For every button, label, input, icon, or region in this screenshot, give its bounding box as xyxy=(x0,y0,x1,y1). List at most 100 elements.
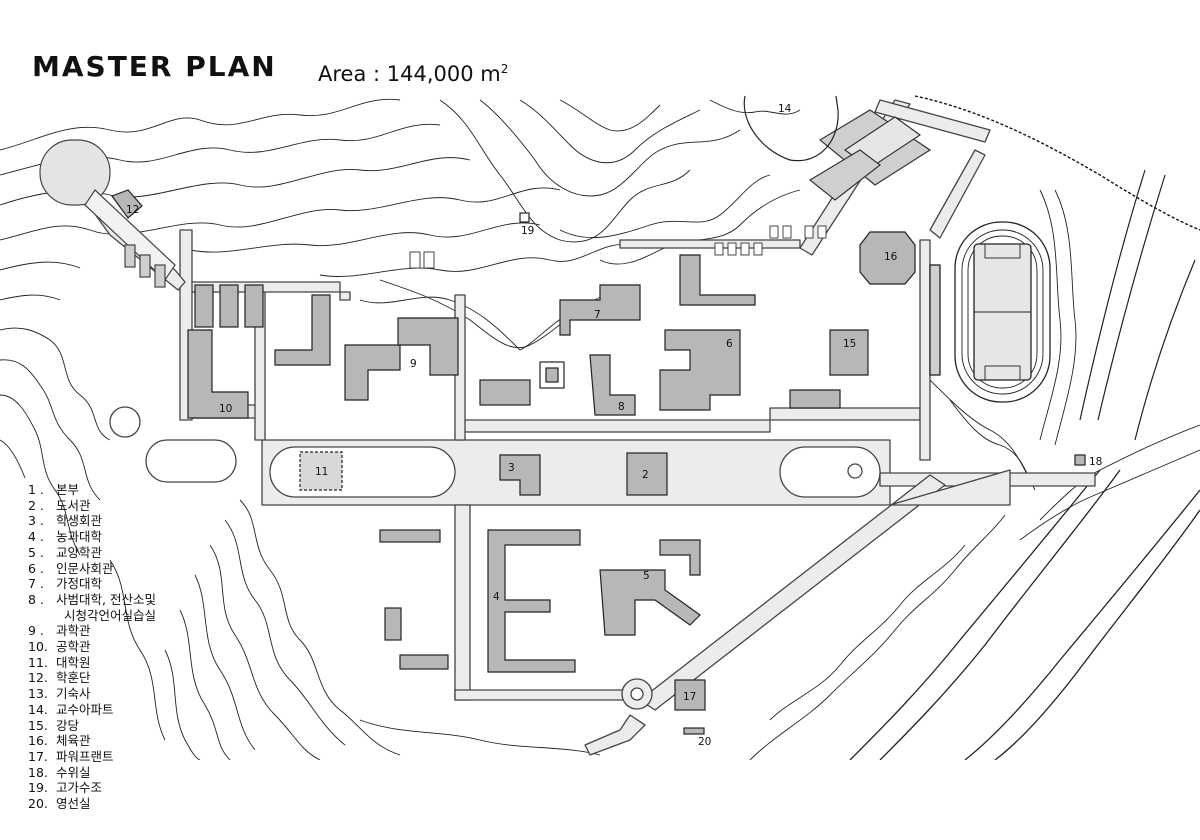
area-separator: : xyxy=(373,62,381,86)
legend-number: 15. xyxy=(28,717,48,733)
building-10 xyxy=(187,329,249,419)
legend-label: 과학관 xyxy=(56,623,91,639)
river-channel xyxy=(849,469,1200,760)
label-19: 19 xyxy=(521,225,534,237)
label-3: 3 xyxy=(508,462,515,474)
legend-number: 4 . xyxy=(28,529,44,545)
area-label: Area xyxy=(318,62,367,86)
label-14: 14 xyxy=(778,103,792,115)
legend-number: 17. xyxy=(28,748,48,764)
legend-label: 기숙사 xyxy=(56,686,91,702)
building-19 xyxy=(519,212,530,223)
legend-label: 학생회관 xyxy=(56,513,103,529)
boundary-line xyxy=(914,95,1200,231)
legend-label: 강당 xyxy=(56,717,80,733)
area-text: Area : 144,000 m2 xyxy=(318,56,508,87)
label-20: 20 xyxy=(698,736,711,748)
legend-number: 20. xyxy=(28,796,48,812)
road-network xyxy=(91,99,1096,756)
building-9 xyxy=(344,344,401,401)
building-12 xyxy=(111,189,143,219)
area-exponent: 2 xyxy=(500,62,509,76)
label-10: 10 xyxy=(219,403,232,415)
legend-item: 1 . 본부 xyxy=(28,482,156,498)
label-16: 16 xyxy=(884,251,898,263)
label-4: 4 xyxy=(493,591,500,603)
site-plan-map: 12 19 14 10 9 7 6 8 16 15 11 3 2 4 5 17 … xyxy=(0,95,1200,760)
highway-lines xyxy=(1079,169,1196,441)
legend-label: 가정대학 xyxy=(56,576,103,592)
label-18: 18 xyxy=(1089,456,1102,468)
legend-item: 4 .농과대학 xyxy=(28,529,156,545)
legend-item: 18. 수위실 xyxy=(28,765,156,781)
dormitory-area xyxy=(39,139,176,288)
buildings xyxy=(111,189,1086,735)
legend-item: 5 .교양학관 xyxy=(28,545,156,561)
building-15 xyxy=(829,329,869,376)
legend-item: 11.대학원 xyxy=(28,655,156,671)
legend-item: 3 . 학생회관 xyxy=(28,513,156,529)
legend-item: 13. 기숙사 xyxy=(28,686,156,702)
legend-number: 19. xyxy=(28,780,48,796)
legend-label: 본부 xyxy=(56,482,80,497)
legend-item: 14. 교수아파트 xyxy=(28,702,156,718)
tennis-courts xyxy=(808,109,932,201)
building-20 xyxy=(683,727,705,735)
legend-item: 12. 학훈단 xyxy=(28,670,156,686)
building-3 xyxy=(499,454,541,496)
legend-number: 12. xyxy=(28,670,48,686)
legend-label: 교수아파트 xyxy=(56,701,114,717)
legend-label: 도서관 xyxy=(56,497,91,513)
legend-number: 13. xyxy=(28,686,48,702)
legend-label: 수위실 xyxy=(56,764,91,780)
label-11: 11 xyxy=(315,466,328,478)
building-6 xyxy=(659,329,741,411)
legend-number: 8 . xyxy=(28,591,44,607)
stadium xyxy=(929,221,1051,403)
building-11 xyxy=(299,451,343,491)
building-4 xyxy=(487,529,581,673)
legend-number: 7 . xyxy=(28,576,44,592)
faculty-apartment-area xyxy=(743,95,839,162)
building-5 xyxy=(599,569,701,636)
legend-item: 7 . 가정대학 xyxy=(28,576,156,592)
label-8: 8 xyxy=(618,401,625,413)
legend-label: 고가수조 xyxy=(56,780,103,796)
legend-number: 2 . xyxy=(28,497,44,513)
building-16 xyxy=(859,231,916,285)
building-7 xyxy=(559,284,641,336)
legend-number: 14. xyxy=(28,701,48,717)
legend-item: 6 . 인문사회관 xyxy=(28,561,156,577)
page-title: MASTER PLAN xyxy=(32,50,277,83)
legend-item: 17.파워프랜트 xyxy=(28,749,156,765)
legend-label-continued: 시청각언어실습실 xyxy=(64,607,157,623)
legend-item: 15. 강당 xyxy=(28,718,156,734)
legend-label: 학훈단 xyxy=(56,670,91,686)
building-2 xyxy=(626,452,668,496)
building-8 xyxy=(589,354,636,416)
legend-number: 11. xyxy=(28,654,48,670)
label-2: 2 xyxy=(642,469,649,481)
building-18 xyxy=(1074,454,1086,466)
legend-label: 공학관 xyxy=(56,639,91,655)
legend-item: 9 . 과학관 xyxy=(28,623,156,639)
legend-number: 9 . xyxy=(28,623,44,639)
legend-label: 사범대학, 전산소및 xyxy=(56,591,156,607)
label-15: 15 xyxy=(843,338,856,350)
legend-number: 16. xyxy=(28,733,48,749)
legend-item: 8 . 사범대학, 전산소및 xyxy=(28,592,156,608)
legend-number: 6 . xyxy=(28,560,44,576)
legend-number: 10. xyxy=(28,639,48,655)
legend-item: 19. 고가수조 xyxy=(28,780,156,796)
roundabout-east xyxy=(847,463,863,479)
oval-island-east xyxy=(779,446,881,498)
legend-number: 3 . xyxy=(28,513,44,529)
legend-number: 1 . xyxy=(28,482,44,497)
label-7: 7 xyxy=(594,309,601,321)
label-17: 17 xyxy=(683,691,696,703)
label-6: 6 xyxy=(726,338,733,350)
legend-item: 20.영선실 xyxy=(28,796,156,812)
legend-label: 인문사회관 xyxy=(56,560,114,576)
legend-number: 18. xyxy=(28,764,48,780)
